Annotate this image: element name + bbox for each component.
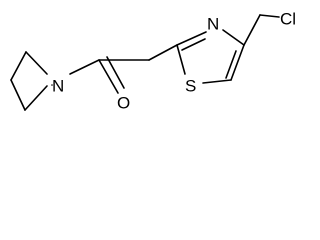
chlorine-label: Cl — [280, 10, 296, 29]
thiazole-sulfur-label: S — [185, 77, 196, 96]
bond-ch2-thiazole-c2 — [148, 44, 178, 61]
atom-labels: N O N S Cl — [52, 10, 296, 113]
bond-carbonyl-oxygen-1 — [98, 59, 119, 94]
thiazole-nitrogen-label: N — [207, 15, 219, 34]
chemical-structure-diagram: N O N S Cl — [10, 10, 296, 113]
bond-n-carbonyl-carbon — [69, 59, 100, 75]
bond-ch2-cl — [259, 14, 280, 18]
bond-pyrrolidine-c2-c3 — [10, 79, 26, 111]
bond-pyrrolidine-c3-c4 — [10, 51, 27, 81]
bond-pyrrolidine-c4-c5 — [25, 51, 48, 75]
bond-pyrrolidine-c1-c2 — [24, 85, 48, 111]
pyrrolidine-nitrogen-label: N — [52, 77, 64, 96]
bond-carbonyl-oxygen-2 — [106, 56, 125, 89]
bond-thiazole-s-c2 — [176, 44, 186, 75]
bond-c4-ch2cl — [243, 14, 261, 46]
bond-thiazole-c4-c5-inner — [225, 50, 237, 79]
bond-thiazole-n-c4 — [222, 29, 245, 46]
bonds — [10, 14, 280, 111]
bond-thiazole-c2-n-inner — [181, 38, 206, 51]
carbonyl-oxygen-label: O — [117, 94, 130, 113]
bond-thiazole-c2-n — [176, 31, 207, 46]
bond-thiazole-c5-s — [202, 79, 232, 84]
bond-thiazole-c4-c5 — [230, 44, 245, 81]
